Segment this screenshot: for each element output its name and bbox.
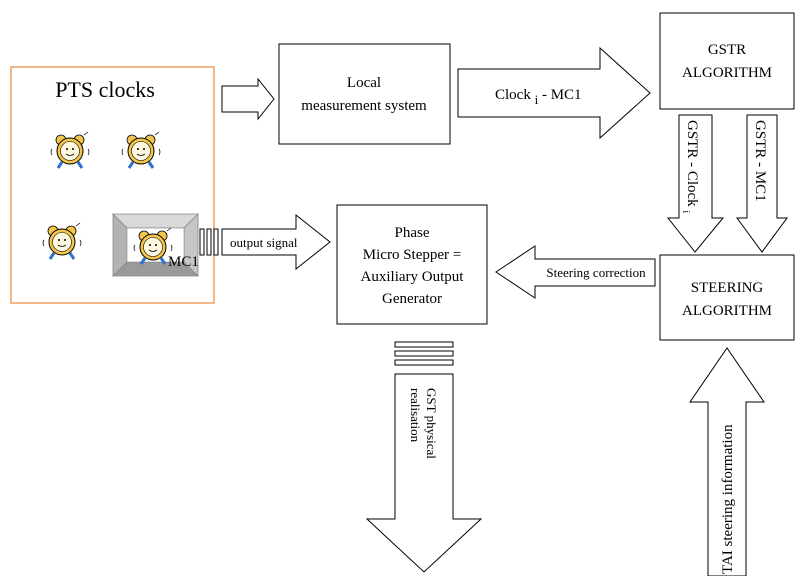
clock-mc1-tail: - MC1 (542, 87, 582, 103)
svg-text:Clock i - MC1: Clock i - MC1 (495, 87, 582, 108)
clock-mc1-subscript: i (535, 92, 539, 107)
output-signal-label: output signal (230, 235, 298, 250)
local-measurement-line1: Local (347, 75, 381, 91)
gstr-algorithm-box: GSTR ALGORITHM (659, 12, 795, 110)
pts-panel-title: PTS clocks (55, 77, 155, 102)
phase-stepper-line1: Phase (395, 225, 430, 241)
clock-mc1-label: Clock (495, 87, 531, 103)
tai-steering-arrow: TAI steering information (689, 347, 765, 576)
phase-stepper-line4: Generator (382, 291, 442, 307)
svg-text:GSTR - Clock i: GSTR - Clock i (680, 120, 700, 213)
gstr-clock-label: GSTR - Clock (684, 120, 700, 207)
gstr-clock-arrow: GSTR - Clock i (666, 114, 725, 253)
mc1-master-clock-enclosure: MC1 (112, 213, 199, 277)
steering-algorithm-box: STEERING ALGORITHM (659, 254, 795, 341)
output-signal-arrow: output signal (199, 213, 331, 271)
steering-correction-arrow: Steering correction (495, 245, 656, 299)
phase-stepper-box: Phase Micro Stepper = Auxiliary Output G… (336, 204, 488, 325)
local-measurement-box: Local measurement system (278, 43, 451, 145)
gstr-clock-subscript: i (680, 210, 691, 213)
gstr-algorithm-line2: ALGORITHM (682, 65, 772, 81)
gst-physical-line1: GST physical (424, 388, 439, 459)
pts-clocks-panel: PTS clocks MC1 (10, 66, 215, 304)
gst-physical-arrow: GST physical realisation (365, 341, 483, 573)
gstr-mc1-label: GSTR - MC1 (752, 120, 768, 202)
clock-mc1-arrow: Clock i - MC1 (457, 46, 651, 140)
steering-algorithm-line1: STEERING (691, 280, 764, 296)
steering-algorithm-line2: ALGORITHM (682, 303, 772, 319)
mc1-label: MC1 (168, 254, 199, 270)
phase-stepper-line3: Auxiliary Output (361, 269, 465, 285)
steering-correction-label: Steering correction (546, 265, 646, 280)
gstr-algorithm-line1: GSTR (708, 42, 746, 58)
phase-stepper-line2: Micro Stepper = (363, 247, 461, 263)
pts-to-measurement-arrow (221, 77, 275, 121)
gstr-mc1-arrow: GSTR - MC1 (736, 114, 788, 253)
tai-steering-label: TAI steering information (720, 424, 736, 574)
local-measurement-line2: measurement system (301, 98, 427, 114)
gst-physical-line2: realisation (408, 388, 423, 443)
